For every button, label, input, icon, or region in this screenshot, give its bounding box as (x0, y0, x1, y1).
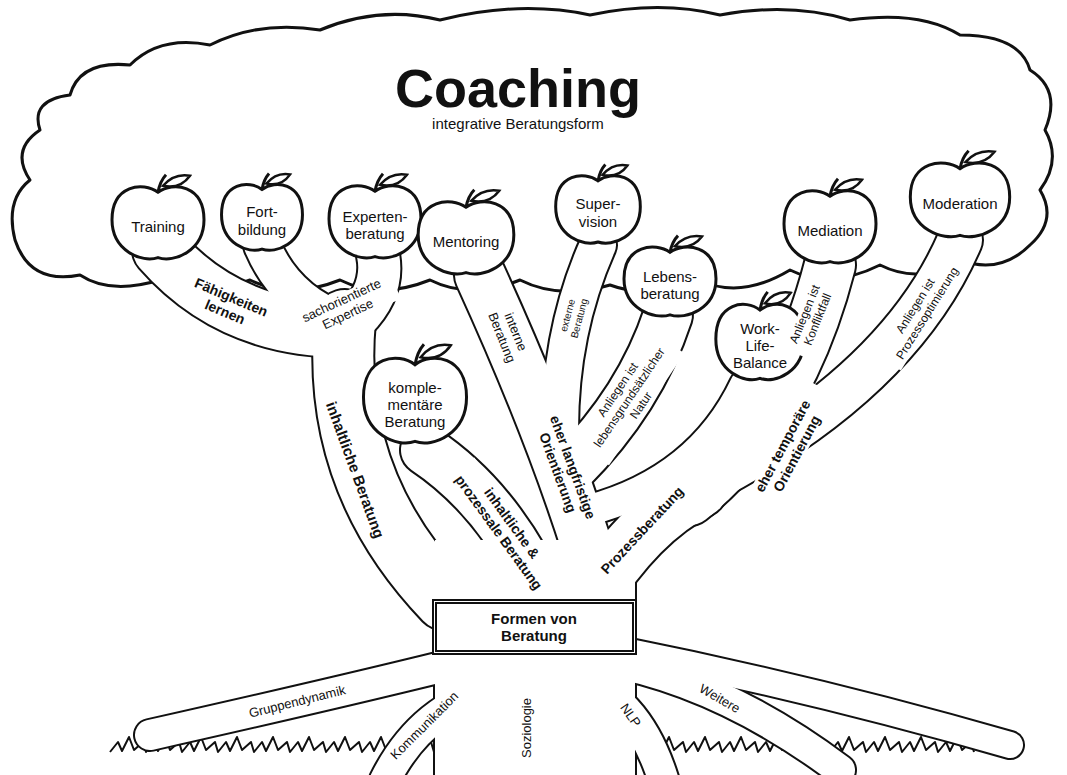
apple-leaf (163, 175, 190, 186)
apple-label: Experten- beratung (340, 208, 410, 243)
node-text-holder: Fort- bildung (225, 191, 299, 250)
node-text-holder: Super- vision (559, 183, 636, 243)
apple-label: Mentoring (433, 233, 500, 250)
apple-body (910, 163, 1009, 237)
apple-body (418, 202, 514, 274)
apple-body (222, 184, 303, 250)
apple-body (556, 176, 641, 243)
apple-node: Lebens- beratung (620, 233, 720, 321)
apple-node: komple- mentäre Beratung (359, 341, 471, 449)
branch-label: Soziologie (520, 696, 535, 760)
apple-leaf (421, 345, 451, 358)
sign-box: Formen von Beratung (432, 599, 637, 655)
title-wrap: Coaching (393, 57, 643, 119)
apple-leaf (471, 190, 499, 201)
branch-fills (150, 240, 1010, 775)
node-text-holder: Training (116, 194, 200, 258)
node-text-holder: Mentoring (422, 209, 509, 273)
node-text-holder: Experten- beratung (333, 193, 417, 257)
apple-node: Fort- bildung (218, 171, 306, 255)
apple-label: Lebens- beratung (638, 268, 702, 303)
apple-body (624, 247, 716, 316)
apple-node: Moderation (906, 148, 1014, 242)
root-fill (620, 650, 1010, 745)
node-text-holder: Lebens- beratung (628, 254, 712, 316)
apple-leaf (603, 165, 628, 176)
diagram-title: Coaching (393, 57, 643, 119)
apple-label: Fort- bildung (232, 203, 292, 238)
apple-node: Training (108, 172, 208, 264)
node-text-holder: Formen von Beratung (441, 606, 628, 648)
tree-crown (12, 8, 1052, 292)
apple-label: Mediation (797, 222, 862, 239)
node-text-holder: Mediation (788, 198, 872, 262)
apple-node: Mentoring (414, 187, 518, 279)
apple-node: Experten- beratung (325, 171, 425, 263)
apple-leaf (380, 174, 407, 185)
apple-label: Work- Life- Balance (731, 320, 789, 372)
label-wrap: integrative Beratungsform (368, 115, 668, 133)
branch-label: integrative Beratungsform (430, 115, 606, 132)
apple-leaf (765, 292, 791, 304)
apple-leaf (266, 174, 290, 184)
root-outline (620, 650, 1010, 745)
apple-body (363, 358, 466, 443)
apple-body (784, 191, 876, 263)
apple-leaf (965, 151, 994, 163)
node-text-holder: Moderation (915, 171, 1006, 237)
apple-node: Mediation (780, 176, 880, 268)
branch-outlines (150, 240, 1010, 775)
apple-leaf (675, 236, 702, 247)
apple-label: Training (131, 218, 185, 235)
node-text-holder: komple- mentäre Beratung (368, 367, 462, 443)
apple-body (112, 187, 204, 259)
apple-label: komple- mentäre Beratung (380, 379, 450, 431)
apple-label: Moderation (922, 195, 997, 212)
apple-node: Super- vision (552, 162, 644, 248)
apple-body (329, 186, 421, 258)
root-fill (580, 680, 665, 775)
apple-label: Super- vision (570, 195, 626, 230)
label-wrap: Soziologie (517, 688, 535, 768)
apple-leaf (835, 179, 862, 190)
branch-fill (710, 240, 960, 480)
sign-label: Formen von Beratung (479, 610, 589, 645)
